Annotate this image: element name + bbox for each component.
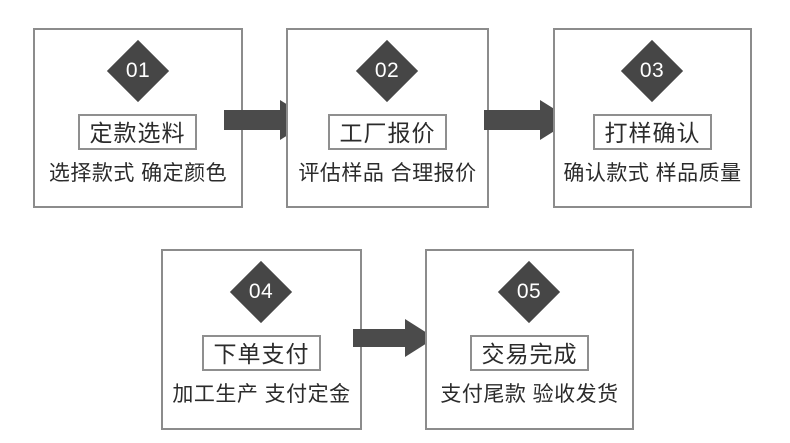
step-caption-04: 加工生产 支付定金 — [172, 383, 351, 406]
step-caption-05: 支付尾款 验收发货 — [440, 383, 619, 406]
step-title-04: 下单支付 — [202, 335, 321, 371]
step-title-02: 工厂报价 — [328, 114, 447, 150]
step-caption-03: 确认款式 样品质量 — [563, 162, 742, 185]
step-title-03: 打样确认 — [593, 114, 712, 150]
arrow-step2-to-step3 — [484, 100, 572, 140]
step-title-05: 交易完成 — [470, 335, 589, 371]
right-arrow-icon — [353, 319, 435, 357]
right-arrow-icon — [484, 100, 572, 140]
step-caption-01: 选择款式 确定颜色 — [48, 162, 228, 185]
step-caption-02: 评估样品 合理报价 — [298, 162, 477, 185]
step-number-05: 05 — [516, 280, 542, 303]
step-number-03: 03 — [639, 59, 665, 82]
step-number-01: 01 — [125, 59, 151, 82]
step-title-01: 定款选料 — [78, 114, 197, 150]
arrow-step4-to-step5 — [353, 319, 435, 357]
step-number-02: 02 — [374, 59, 400, 82]
step-number-04: 04 — [248, 280, 274, 303]
